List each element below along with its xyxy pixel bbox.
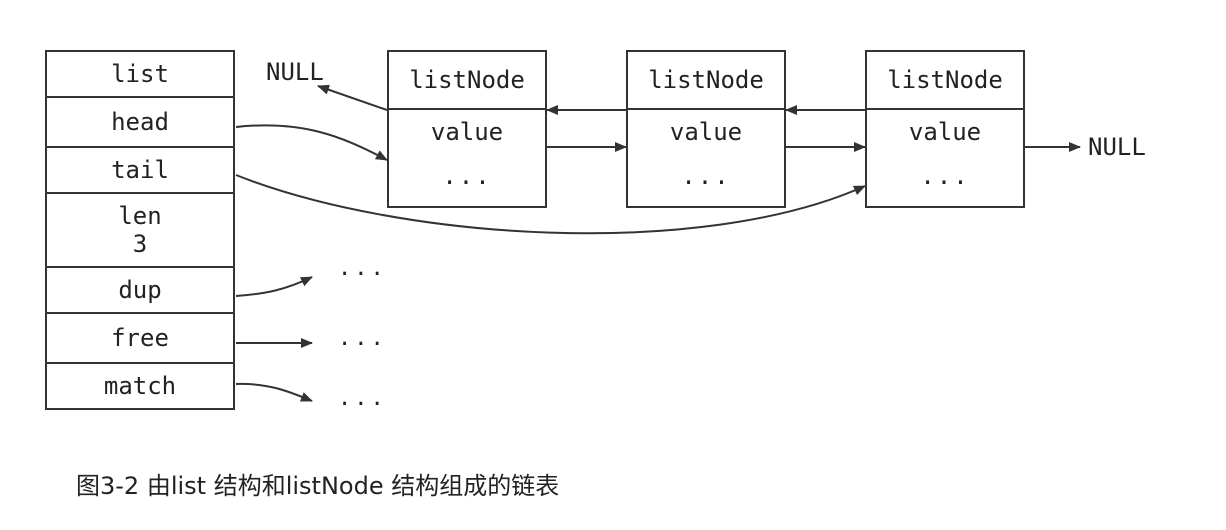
list-struct-title: list — [45, 50, 235, 98]
list-node-3-dots: ... — [920, 162, 970, 190]
list-node-3-title-text: listNode — [887, 66, 1003, 94]
list-node-1-value: value — [430, 118, 504, 146]
list-title-text: list — [111, 60, 169, 88]
len-field-value: 3 — [132, 230, 148, 258]
tail-pointer-arrow — [235, 174, 866, 235]
list-node-2-title: listNode — [626, 50, 786, 110]
free-field-text: free — [111, 324, 169, 352]
list-node-1-title-text: listNode — [409, 66, 525, 94]
list-field-tail: tail — [45, 146, 235, 194]
list-node-1-title: listNode — [387, 50, 547, 110]
tail-field-text: tail — [111, 156, 169, 184]
list-node-2-value: value — [669, 118, 743, 146]
len-field-label: len — [118, 202, 162, 230]
dup-target-ellipsis: ... — [338, 256, 387, 281]
list-node-2-title-text: listNode — [648, 66, 764, 94]
free-target-ellipsis: ... — [338, 326, 387, 351]
list-node-3-value: value — [908, 118, 982, 146]
list-node-1-body: value ... — [387, 110, 547, 208]
dup-pointer-arrow — [235, 276, 313, 297]
list-node-2-body: value ... — [626, 110, 786, 208]
list-field-free: free — [45, 312, 235, 364]
null-label-left: NULL — [266, 58, 324, 86]
list-node-1-dots: ... — [442, 162, 492, 190]
node-1-prev-arrow — [317, 84, 388, 111]
match-field-text: match — [103, 372, 177, 400]
figure-caption: 图3-2 由list 结构和listNode 结构组成的链表 — [76, 472, 560, 500]
head-field-text: head — [111, 108, 169, 136]
list-field-len: len 3 — [45, 192, 235, 268]
dup-field-text: dup — [118, 276, 162, 304]
match-pointer-arrow — [235, 382, 313, 402]
list-node-2-dots: ... — [681, 162, 731, 190]
list-node-3-body: value ... — [865, 110, 1025, 208]
match-target-ellipsis: ... — [338, 386, 387, 411]
head-pointer-arrow — [235, 124, 388, 161]
null-label-right: NULL — [1088, 133, 1146, 161]
list-node-3-title: listNode — [865, 50, 1025, 110]
list-field-match: match — [45, 362, 235, 410]
